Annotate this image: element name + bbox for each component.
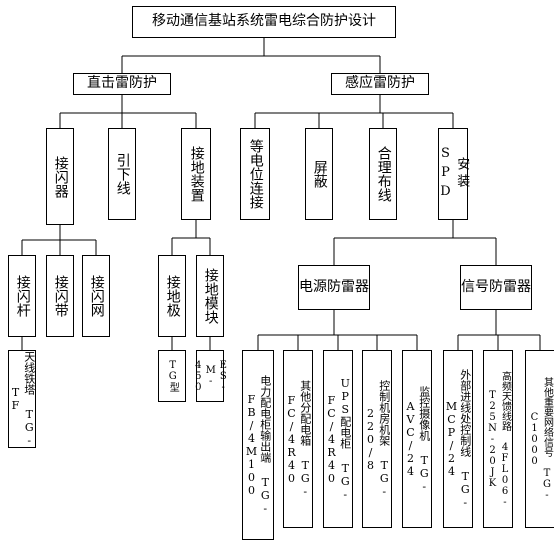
wiring-node: 合理布线 — [369, 128, 397, 220]
power-leaf-distribution-cabinet: 电力配电柜输出端 TG-FB/4M100 — [242, 350, 274, 540]
spd-install-node: 安装SPD — [438, 128, 469, 220]
direct-lightning-protection: 直击雷防护 — [73, 73, 171, 95]
ground-module-node: 接地模块 — [196, 255, 224, 337]
signal-leaf-control-line: 外部进线处控制线 TG-MCP/24 — [443, 350, 473, 528]
signal-leaf-rf-feeder: 高频天馈线路 4FL06-T25N-20JK — [483, 350, 513, 528]
tower-model-node: 天线铁塔 TG-TF — [8, 350, 36, 448]
ground-module-model: ES-M-450 — [193, 350, 229, 402]
down-conductor-node: 引下线 — [108, 128, 136, 220]
grounding-device-node: 接地装置 — [181, 128, 211, 220]
shielding-node: 屏蔽 — [305, 128, 333, 220]
power-leaf-control-rack: 控制机房机架 TG-220/8 — [362, 350, 392, 528]
power-spd-node: 电源防雷器 — [298, 265, 370, 310]
power-leaf-ups-cabinet: UPS配电柜 TG-FC/4R40 — [323, 350, 353, 528]
power-leaf-sub-distribution-box: 其他分配电箱 TG-FC/4R40 — [283, 350, 313, 528]
induced-lightning-protection: 感应雷防护 — [331, 73, 429, 95]
air-terminal-node: 接闪器 — [46, 128, 74, 225]
power-leaf-camera: 监控摄像机 TG-AVC/24 — [402, 350, 432, 528]
signal-leaf-network: 其他重要网络信号 TG-C1000 — [525, 350, 554, 528]
equipotential-bonding-node: 等电位连接 — [240, 128, 270, 220]
root-title: 移动通信基站系统雷电综合防护设计 — [132, 6, 396, 38]
ground-rod-model: TG型 — [158, 350, 186, 402]
air-rod-node: 接闪杆 — [8, 255, 36, 337]
air-mesh-node: 接闪网 — [82, 255, 110, 337]
air-strip-node: 接闪带 — [46, 255, 74, 337]
signal-spd-node: 信号防雷器 — [460, 265, 532, 310]
ground-rod-node: 接地极 — [158, 255, 186, 337]
